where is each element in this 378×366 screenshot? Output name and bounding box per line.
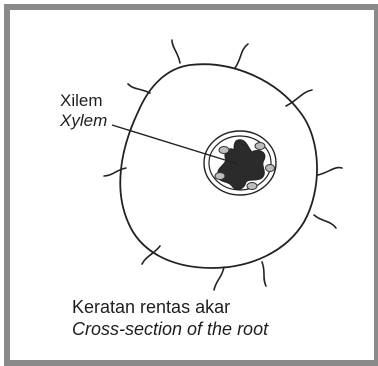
root-hair xyxy=(214,267,224,290)
phloem-patch xyxy=(255,143,265,150)
phloem-patch xyxy=(247,183,257,190)
root-hair xyxy=(172,40,180,63)
xylem-label-malay: Xilem xyxy=(60,92,103,109)
phloem-patch xyxy=(219,147,229,154)
root-epidermis xyxy=(120,64,317,268)
root-hair xyxy=(286,90,312,106)
root-hair xyxy=(262,262,266,286)
root-hair xyxy=(104,168,126,176)
root-hair xyxy=(314,215,336,228)
caption-english: Cross-section of the root xyxy=(72,320,268,338)
phloem-patch xyxy=(215,173,225,180)
root-hair xyxy=(128,84,150,93)
xylem-label-english: Xylem xyxy=(60,112,107,129)
caption-malay: Keratan rentas akar xyxy=(72,298,230,316)
root-hair xyxy=(235,44,248,68)
xylem-leader-line xyxy=(112,125,238,164)
phloem-patch xyxy=(266,165,275,172)
root-hair xyxy=(318,168,342,175)
